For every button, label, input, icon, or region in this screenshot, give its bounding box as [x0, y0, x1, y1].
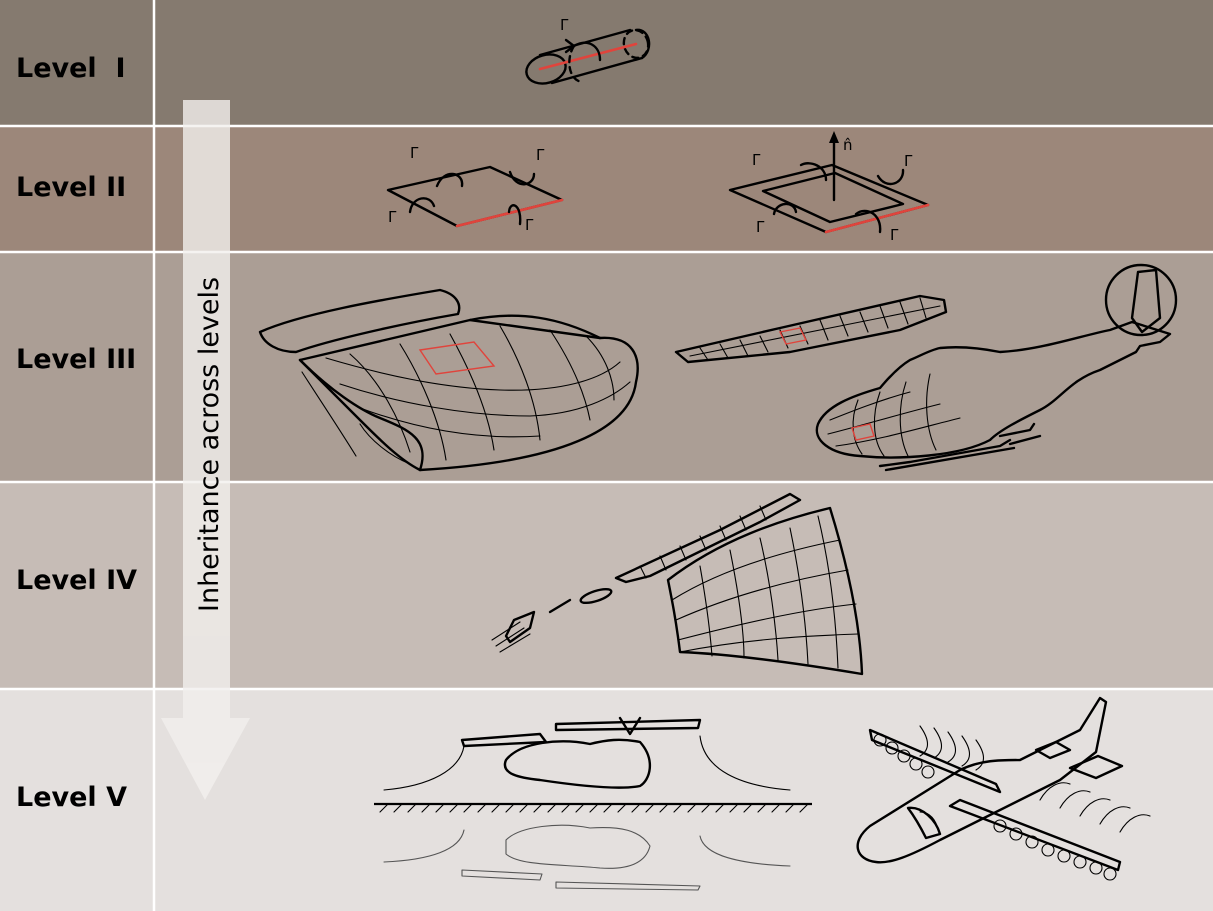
level-1-band [0, 0, 1213, 126]
curled-vortex-sheet [258, 288, 639, 472]
ground-effect-configuration [374, 716, 812, 891]
level-1-label: Level I [16, 53, 126, 84]
circulation-symbol: Γ [560, 16, 569, 34]
circulation-symbol: Γ [904, 152, 913, 170]
normal-vector-symbol: n̂ [843, 136, 853, 154]
circulation-symbol: Γ [752, 151, 761, 169]
vortex-ring-panel-left: Γ Γ Γ Γ [386, 144, 564, 234]
vortex-ring-panel-right: n̂ Γ Γ Γ Γ [728, 131, 930, 244]
inheritance-arrow [161, 100, 250, 800]
level-3-label: Level III [16, 344, 136, 375]
circulation-symbol: Γ [536, 146, 545, 164]
helicopter-fuselage [815, 263, 1178, 472]
level-4-label: Level IV [16, 565, 137, 596]
circulation-symbol: Γ [525, 216, 534, 234]
vortex-filament-tube: Γ [525, 16, 651, 85]
circulation-symbol: Γ [890, 226, 899, 244]
circulation-symbol: Γ [410, 144, 419, 162]
wing-panel-mesh [674, 294, 948, 364]
circulation-symbol: Γ [756, 218, 765, 236]
level-4-band [0, 482, 1213, 689]
circulation-symbol: Γ [388, 208, 397, 226]
wing-wake-model [491, 492, 864, 676]
level-2-label: Level II [16, 172, 126, 203]
level-5-label: Level V [16, 782, 127, 813]
distributed-propulsion-aircraft [856, 696, 1151, 881]
level-2-band [0, 126, 1213, 252]
inheritance-arrow-label: Inheritance across levels [194, 277, 225, 612]
